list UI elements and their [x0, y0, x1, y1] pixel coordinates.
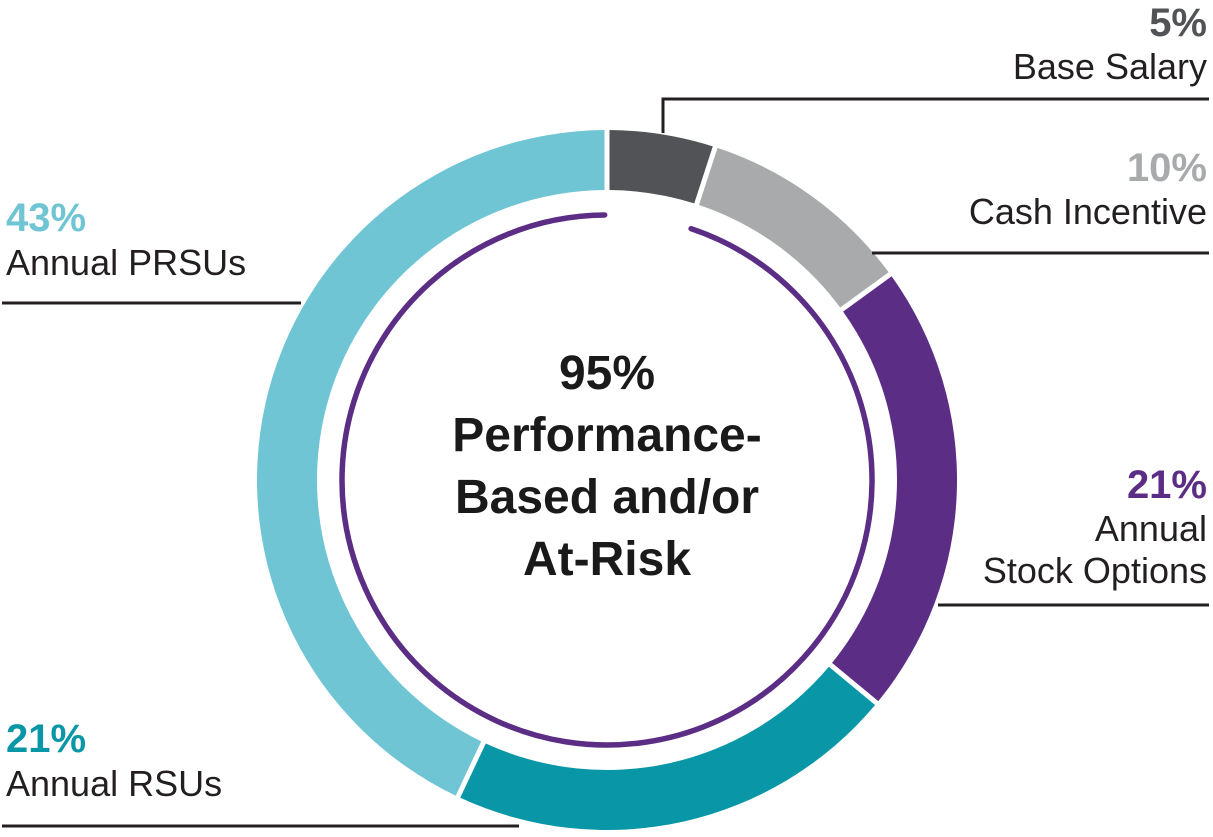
segment-annual-rsus: [460, 666, 876, 831]
callout-stock-options: 21% Annual Stock Options: [983, 462, 1207, 592]
callout-name-stock-options: Annual Stock Options: [982, 508, 1207, 591]
callout-name-annual-prsus: Annual PRSUs: [6, 242, 247, 283]
callout-pct-cash-incentive: 10%: [1126, 146, 1207, 190]
donut-ring: [256, 130, 958, 831]
callout-pct-annual-rsus: 21%: [6, 717, 87, 761]
leader-lines: [2, 97, 1209, 828]
callout-pct-annual-prsus: 43%: [6, 196, 87, 240]
callout-pct-base-salary: 5%: [1149, 1, 1207, 45]
inner-95pct-arc: [339, 212, 875, 748]
callout-pct-stock-options: 21%: [1126, 463, 1207, 507]
callout-base-salary: 5% Base Salary: [1013, 0, 1207, 88]
segment-base-salary: [609, 130, 713, 204]
leader-line-base-salary: [661, 97, 1209, 133]
callout-annual-rsus: 21% Annual RSUs: [6, 716, 222, 806]
callout-name-base-salary: Base Salary: [1012, 46, 1207, 87]
callout-cash-incentive: 10% Cash Incentive: [969, 145, 1207, 233]
segment-cash-incentive: [698, 147, 889, 308]
center-label: 95% Performance- Based and/or At-Risk: [452, 347, 762, 586]
segment-annual-prsus: [256, 130, 605, 796]
callout-name-annual-rsus: Annual RSUs: [6, 763, 223, 804]
segment-annual-stock-options: [832, 276, 958, 702]
callout-name-cash-incentive: Cash Incentive: [968, 191, 1207, 232]
callout-annual-prsus: 43% Annual PRSUs: [6, 195, 246, 285]
